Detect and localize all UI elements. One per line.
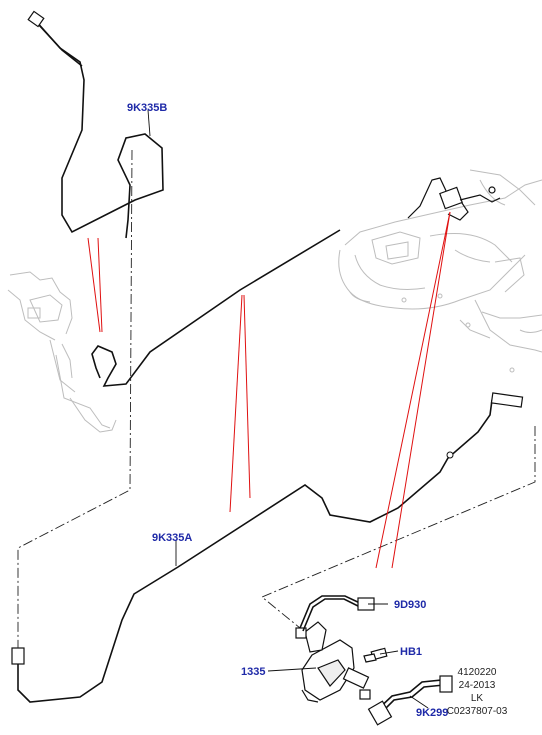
callout-9k335b: 9K335B [127, 102, 167, 114]
drawing-number: 4120220 [457, 667, 497, 678]
pipe-9k335b [34, 19, 164, 239]
callout-9d930: 9D930 [394, 599, 426, 611]
callout-9k299: 9K299 [416, 707, 448, 719]
pipe-9k335a-upper [91, 229, 341, 387]
callout-hb1: HB1 [400, 646, 422, 658]
transmission-housing-outline [338, 169, 542, 373]
drawing-id: C0237807-03 [446, 706, 508, 717]
drawing-reference-block: 4120220 24-2013 LK C0237807-03 [422, 666, 532, 718]
pedal-box-outline [7, 271, 117, 433]
dash-dot-reference-lines [17, 149, 536, 648]
callout-1335: 1335 [241, 666, 265, 678]
pipe-9k299-hose-end [367, 700, 393, 726]
callout-9k335a: 9K335A [152, 532, 192, 544]
red-leader-lines [87, 211, 451, 569]
clutch-master-cylinder-1335 [295, 621, 371, 703]
pipe-9k335a-end-fitting [11, 647, 25, 665]
pipe-9d930 [299, 595, 363, 632]
pipe-9k335a-connector [490, 392, 524, 408]
drawing-date-code: 24-2013 [458, 680, 496, 691]
callout-leaders [147, 109, 429, 709]
pipe-9k299-fitting [439, 675, 453, 693]
pipe-9k335b-end-fitting [27, 10, 45, 28]
quick-connector-9d930 [407, 177, 501, 221]
drawing-region-code: LK [470, 693, 484, 704]
bolt-hb1 [363, 647, 388, 663]
